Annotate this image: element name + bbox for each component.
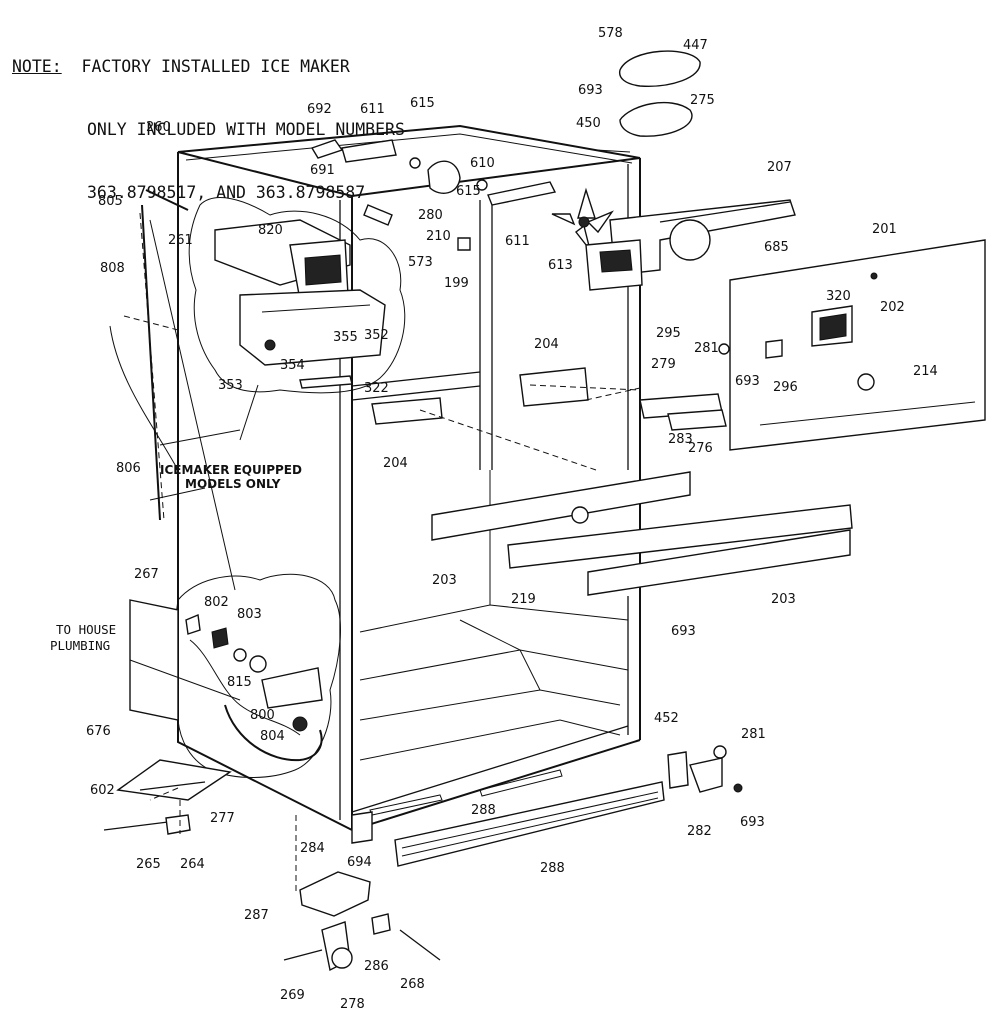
callout-800: 800 [250,708,275,723]
callout-275: 275 [690,93,715,108]
callout-693c: 693 [671,624,696,639]
callout-685: 685 [764,240,789,255]
callout-452: 452 [654,711,679,726]
icemaker-models-line2: MODELS ONLY [185,477,281,491]
callout-277: 277 [210,811,235,826]
callout-288b: 288 [540,861,565,876]
callout-676: 676 [86,724,111,739]
callout-276: 276 [688,441,713,456]
house-plumbing-line1: TO HOUSE [56,622,116,637]
callout-805: 805 [98,194,123,209]
fan-blade [551,187,614,251]
callout-450: 450 [576,116,601,131]
callout-693b: 693 [735,374,760,389]
callout-447: 447 [683,38,708,53]
callout-611: 611 [360,102,385,117]
callout-296: 296 [773,380,798,395]
callout-613: 613 [548,258,573,273]
callout-602: 602 [90,783,115,798]
cabinet-body [177,124,641,831]
icemaker-detail-bubble [188,197,406,394]
callout-219: 219 [511,592,536,607]
part-callouts: 578 447 693 275 450 692 611 615 260 691 … [86,26,938,1012]
callout-691: 691 [310,163,335,178]
callout-802: 802 [204,595,229,610]
callout-201: 201 [872,222,897,237]
note-line-1: FACTORY INSTALLED ICE MAKER [81,57,350,76]
callout-287: 287 [244,908,269,923]
callout-204b: 204 [383,456,408,471]
callout-693d: 693 [740,815,765,830]
callout-286: 286 [364,959,389,974]
callout-268: 268 [400,977,425,992]
callout-610: 610 [470,156,495,171]
callout-199: 199 [444,276,469,291]
callout-264: 264 [180,857,205,872]
callout-815: 815 [227,675,252,690]
callout-615: 615 [410,96,435,111]
callout-269: 269 [280,988,305,1003]
callout-806: 806 [116,461,141,476]
callout-281: 281 [694,341,719,356]
callout-214: 214 [913,364,938,379]
callout-203b: 203 [771,592,796,607]
annotations: ICEMAKER EQUIPPED MODELS ONLY TO HOUSE P… [50,463,302,653]
callout-282: 282 [687,824,712,839]
callout-267: 267 [134,567,159,582]
callout-210: 210 [426,229,451,244]
factory-ice-maker-note: NOTE: FACTORY INSTALLED ICE MAKER ONLY I… [12,14,405,224]
callout-808: 808 [100,261,125,276]
callout-280: 280 [418,208,443,223]
leader-lines [109,189,641,895]
callout-320: 320 [826,289,851,304]
callout-803: 803 [237,607,262,622]
water-valve-detail-bubble [172,573,341,778]
callout-279: 279 [651,357,676,372]
callout-202: 202 [880,300,905,315]
callout-260: 260 [146,120,171,135]
top-parts-cluster [310,50,986,451]
callout-611b: 611 [505,234,530,249]
note-line-3: 363.8798517, AND 363.8798587 [87,183,366,202]
callout-261: 261 [168,233,193,248]
callout-265: 265 [136,857,161,872]
icemaker-models-line1: ICEMAKER EQUIPPED [160,463,302,477]
callout-573: 573 [408,255,433,270]
callout-354: 354 [280,358,305,373]
callout-615b: 615 [456,184,481,199]
callout-322: 322 [364,381,389,396]
bottom-parts [103,599,743,972]
callout-694: 694 [347,855,372,870]
callout-820: 820 [258,223,283,238]
mid-parts [371,343,853,596]
callout-692: 692 [307,102,332,117]
note-label: NOTE: [12,57,62,76]
callout-288: 288 [471,803,496,818]
callout-693: 693 [578,83,603,98]
callout-353: 353 [218,378,243,393]
callout-352: 352 [364,328,389,343]
callout-204: 204 [534,337,559,352]
callout-284: 284 [300,841,325,856]
callout-207: 207 [767,160,792,175]
note-line-2: ONLY INCLUDED WITH MODEL NUMBERS [87,120,405,139]
callout-203: 203 [432,573,457,588]
callout-578: 578 [598,26,623,41]
callout-355: 355 [333,330,358,345]
callout-804: 804 [260,729,285,744]
house-plumbing-line2: PLUMBING [50,638,110,653]
callout-283: 283 [668,432,693,447]
callout-278: 278 [340,997,365,1012]
callout-281b: 281 [741,727,766,742]
callout-295: 295 [656,326,681,341]
